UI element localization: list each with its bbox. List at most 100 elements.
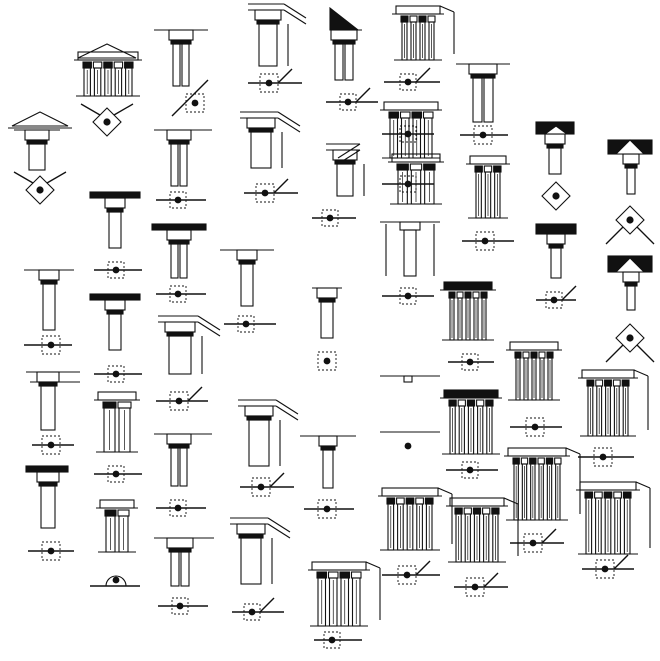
dashed-outline [107, 465, 125, 483]
outline [537, 457, 545, 465]
outline [538, 351, 546, 359]
column-elevation [89, 293, 141, 351]
solid-block [472, 507, 482, 515]
dashed-outline [259, 73, 279, 93]
solid-block [622, 491, 632, 499]
dark-cornice [535, 121, 575, 135]
solid-block [548, 243, 564, 249]
column-plan [94, 261, 142, 279]
solid-block [256, 19, 280, 25]
colonnade [504, 447, 581, 521]
column-elevation [312, 287, 342, 339]
column-plan [314, 631, 362, 649]
solid-block [388, 111, 400, 119]
outline [595, 379, 604, 387]
column-plan [224, 315, 276, 333]
column-dot [174, 196, 182, 204]
column-elevation [89, 191, 141, 249]
dashed-outline [399, 175, 417, 193]
outline [546, 233, 566, 245]
dashed-outline [473, 125, 493, 145]
column-dot [471, 583, 479, 591]
outline [381, 487, 439, 497]
column-elevation [24, 269, 74, 331]
free-plan [317, 351, 337, 371]
outline [383, 101, 439, 111]
solid-block [89, 191, 141, 199]
column-dot [531, 423, 539, 431]
column-dot [326, 214, 334, 222]
colonnade [94, 391, 140, 453]
dashed-outline [185, 93, 205, 113]
column-elevation [154, 433, 212, 487]
colonnade [576, 481, 651, 555]
outline [166, 433, 192, 445]
outline [399, 221, 421, 231]
column-dot [191, 99, 199, 107]
column-dot [328, 636, 336, 644]
solid-block [454, 507, 463, 515]
solid-block [546, 143, 564, 149]
column-elevation [330, 29, 362, 81]
solid-block [480, 291, 488, 299]
outline [311, 561, 367, 571]
column-dot [404, 442, 412, 450]
outline [117, 509, 130, 517]
outline [469, 155, 507, 165]
line [561, 285, 577, 301]
solid-block [443, 281, 493, 291]
corner-column [326, 143, 365, 197]
solid-block [168, 547, 192, 553]
outline [415, 497, 424, 505]
outline [403, 375, 413, 383]
column-plan [382, 175, 434, 193]
column-plan [460, 125, 508, 145]
column-dot [112, 266, 120, 274]
column-elevation [154, 29, 208, 87]
dashed-outline [461, 461, 479, 479]
column-dot [103, 118, 111, 126]
dashed-outline [323, 631, 341, 649]
solid-block [603, 491, 613, 499]
outline [550, 247, 562, 279]
column-dot [481, 237, 489, 245]
solid-block [25, 465, 69, 473]
outline [468, 63, 498, 75]
outline [622, 271, 640, 283]
column-dot [529, 539, 537, 547]
column-dot [242, 320, 250, 328]
outline [117, 401, 132, 409]
column-dot [404, 78, 412, 86]
colonnade [392, 5, 455, 61]
column-dot [265, 79, 273, 87]
outline [99, 499, 135, 509]
column-plan [244, 178, 298, 203]
column-elevation [618, 271, 644, 311]
arch [105, 575, 127, 587]
column-plan [248, 68, 302, 93]
outline [330, 29, 358, 41]
line [13, 171, 34, 184]
outline [327, 571, 339, 579]
outline [166, 537, 194, 549]
solid-block [448, 399, 457, 407]
outline [180, 551, 190, 587]
dashed-outline [321, 209, 339, 227]
dashed-outline [399, 287, 417, 305]
line [275, 405, 299, 421]
solid-block [316, 571, 328, 579]
outline [399, 111, 411, 119]
column-dot [47, 441, 55, 449]
column-dot [257, 483, 265, 491]
column-dot [626, 216, 634, 224]
solid-block [621, 379, 630, 387]
outline [427, 15, 436, 23]
colonnade [578, 369, 649, 437]
column-plan [156, 191, 206, 209]
solid-block [168, 139, 190, 145]
solid-block [103, 61, 113, 69]
arched-plan [90, 575, 140, 587]
solid-block [448, 291, 456, 299]
solid-block [334, 159, 356, 165]
